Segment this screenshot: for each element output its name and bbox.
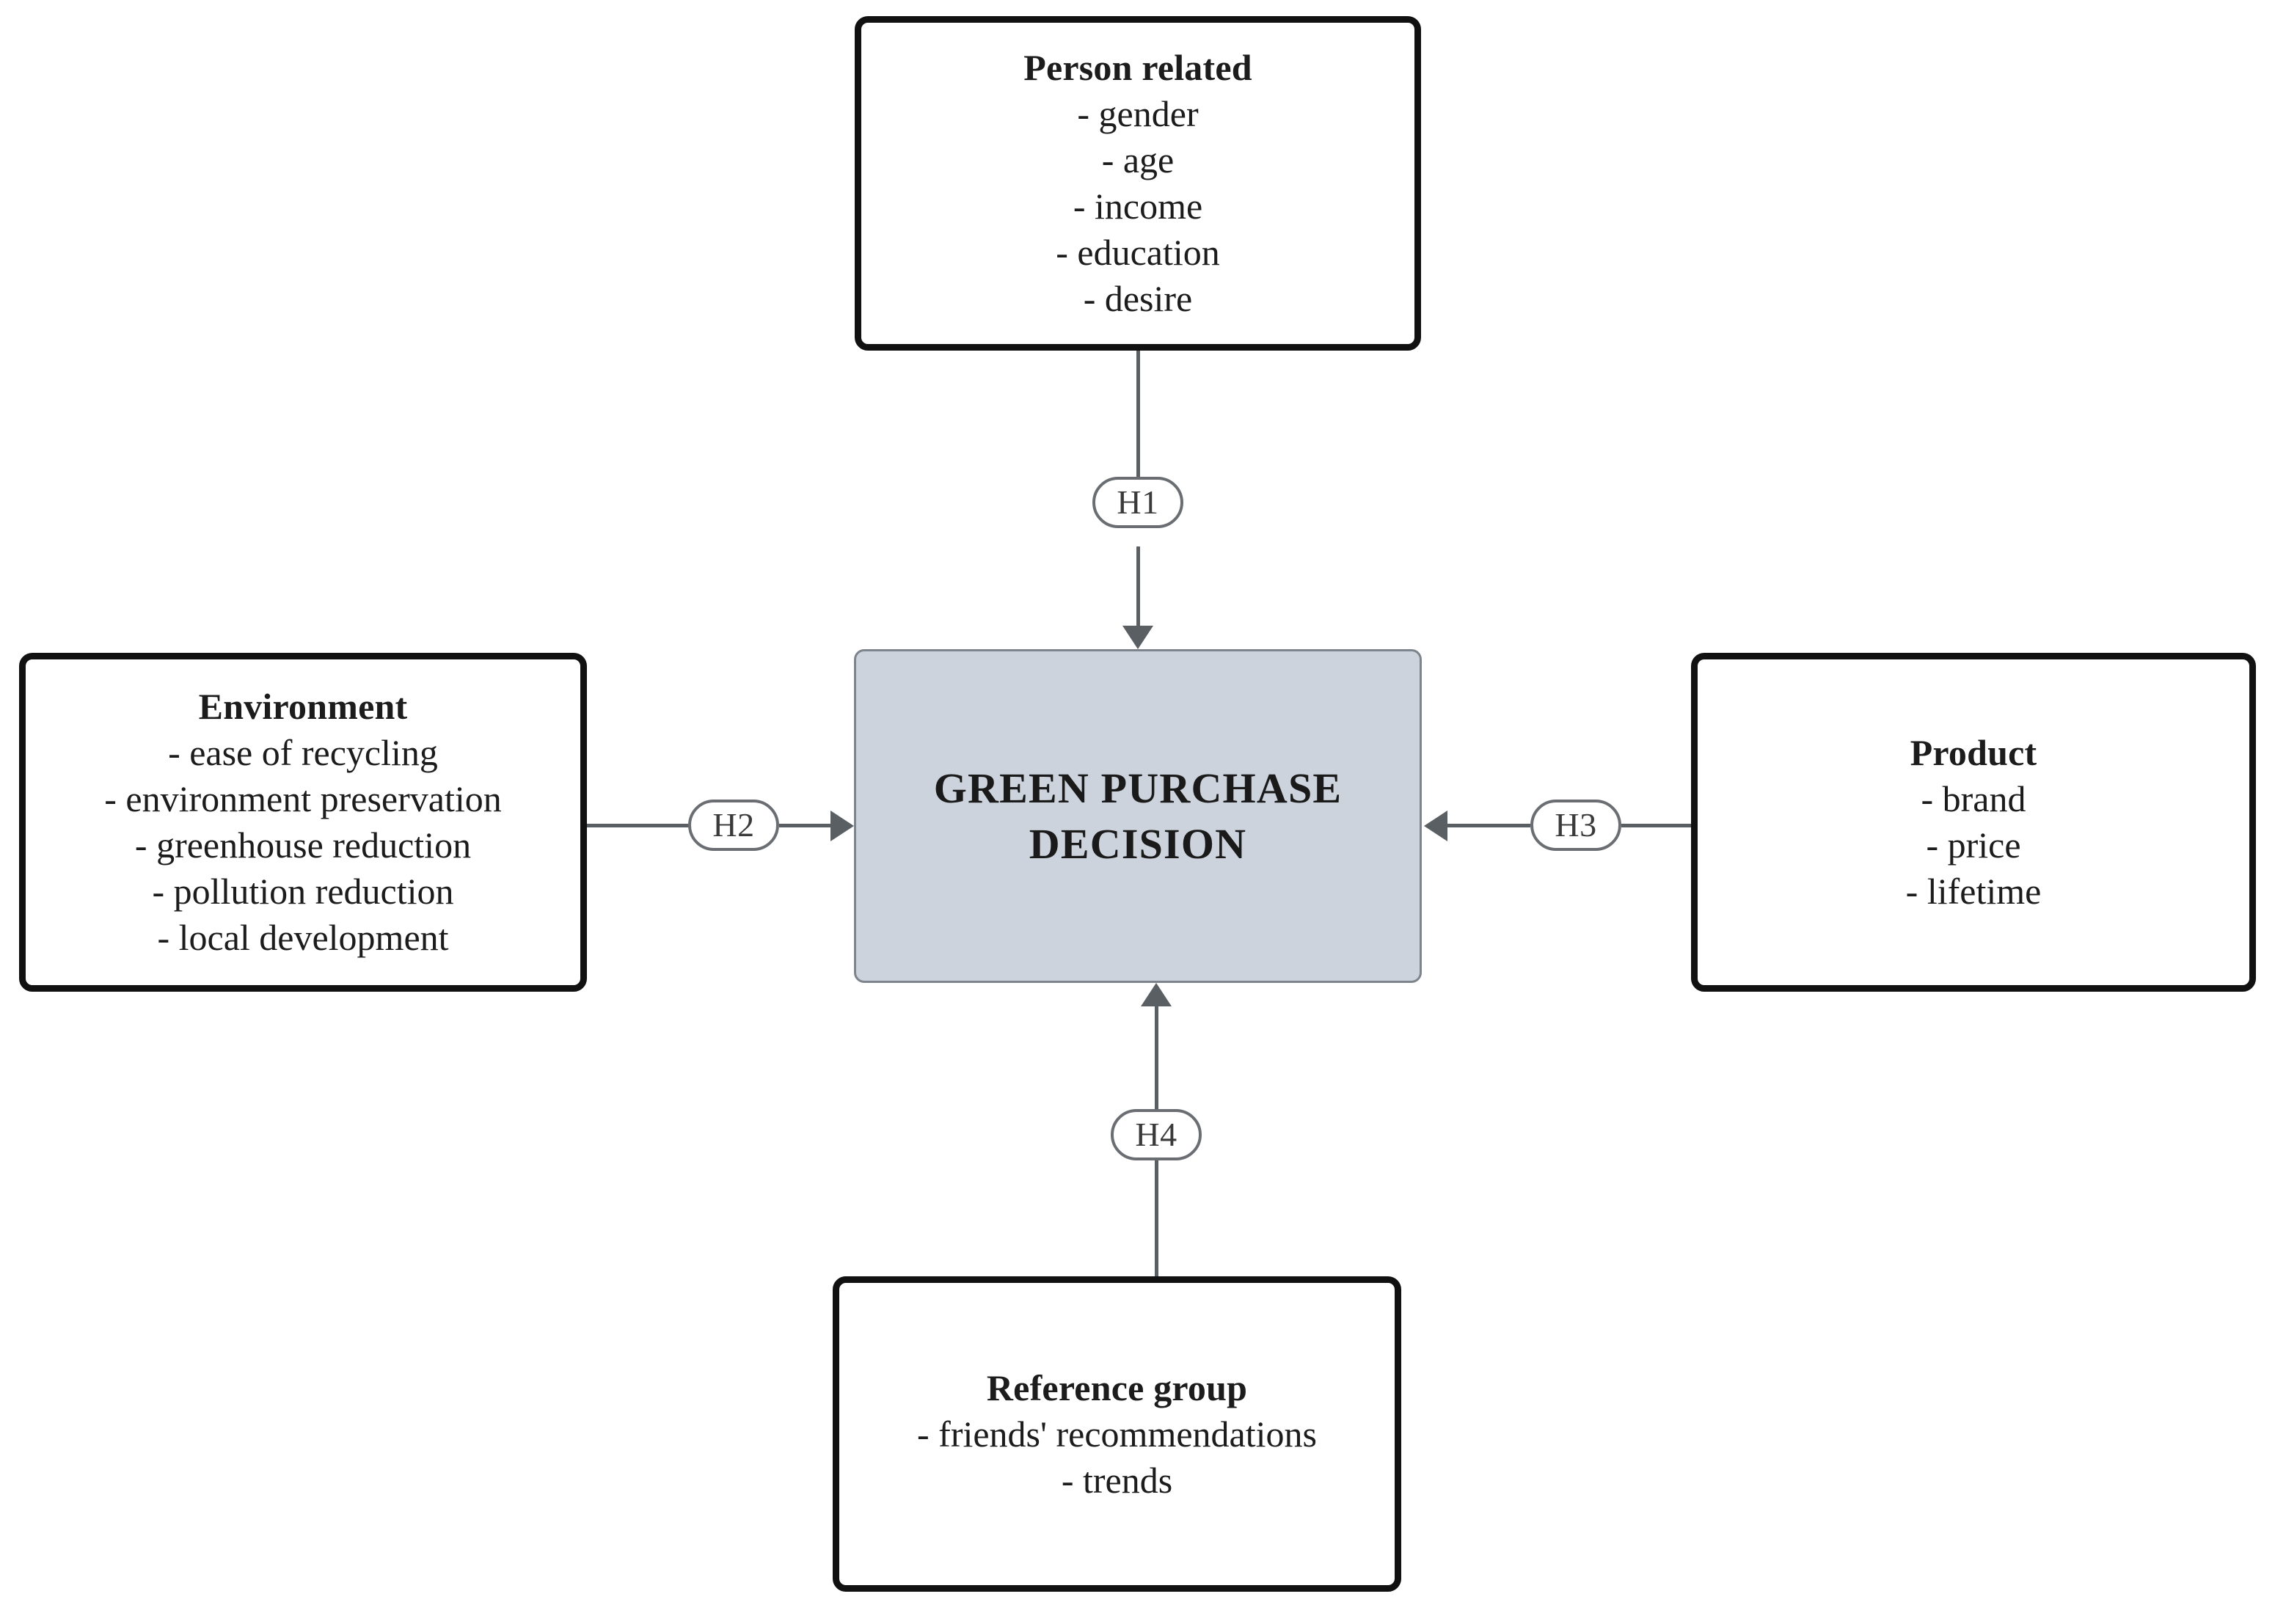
hypothesis-badge-h3-label: H3 bbox=[1555, 806, 1597, 844]
hypothesis-badge-h2[interactable]: H2 bbox=[688, 800, 779, 851]
node-environment-item-pollution-reduction: - pollution reduction bbox=[152, 871, 454, 912]
connector-h4-line-upper bbox=[1155, 1006, 1158, 1109]
node-environment-item-greenhouse-reduction: - greenhouse reduction bbox=[134, 824, 472, 866]
node-reference-group[interactable]: Reference group - friends' recommendatio… bbox=[833, 1276, 1401, 1592]
hypothesis-badge-h4[interactable]: H4 bbox=[1111, 1109, 1202, 1160]
node-person-related-item-age: - age bbox=[1101, 139, 1175, 180]
connector-h4-line-lower bbox=[1155, 1160, 1158, 1276]
hypothesis-badge-h2-label: H2 bbox=[712, 806, 755, 844]
node-environment-title: Environment bbox=[198, 686, 408, 727]
hypothesis-badge-h3[interactable]: H3 bbox=[1530, 800, 1621, 851]
center-title-line-1: GREEN PURCHASE bbox=[933, 764, 1343, 813]
connector-h2-line-right bbox=[779, 824, 832, 827]
arrowhead-h3-icon bbox=[1424, 811, 1447, 841]
node-product-title: Product bbox=[1910, 732, 2037, 773]
node-person-related-item-income: - income bbox=[1073, 186, 1203, 227]
connector-h1-line-lower bbox=[1136, 546, 1140, 627]
node-reference-group-item-trends: - trends bbox=[1061, 1459, 1173, 1501]
hypothesis-badge-h1-label: H1 bbox=[1117, 483, 1159, 521]
connector-h3-line-right bbox=[1621, 824, 1691, 827]
hypothesis-badge-h1[interactable]: H1 bbox=[1092, 477, 1183, 528]
node-product[interactable]: Product - brand - price - lifetime bbox=[1691, 653, 2256, 992]
node-reference-group-title: Reference group bbox=[986, 1367, 1248, 1408]
node-reference-group-item-friends-recommendations: - friends' recommendations bbox=[917, 1413, 1317, 1455]
connector-h1-line-upper bbox=[1136, 351, 1140, 502]
arrowhead-h2-icon bbox=[830, 811, 854, 841]
arrowhead-h1-icon bbox=[1122, 626, 1153, 649]
arrowhead-h4-icon bbox=[1141, 983, 1172, 1006]
connector-h3-line-left bbox=[1447, 824, 1530, 827]
node-product-item-brand: - brand bbox=[1921, 778, 2026, 819]
node-environment-item-environment-preservation: - environment preservation bbox=[104, 778, 502, 819]
node-environment[interactable]: Environment - ease of recycling - enviro… bbox=[19, 653, 587, 992]
node-environment-item-ease-of-recycling: - ease of recycling bbox=[168, 732, 438, 773]
node-person-related-item-desire: - desire bbox=[1083, 278, 1193, 319]
node-person-related-title: Person related bbox=[1023, 47, 1252, 88]
node-green-purchase-decision[interactable]: GREEN PURCHASE DECISION bbox=[854, 649, 1422, 983]
node-environment-item-local-development: - local development bbox=[157, 917, 449, 958]
hypothesis-badge-h4-label: H4 bbox=[1135, 1116, 1177, 1153]
node-person-related[interactable]: Person related - gender - age - income -… bbox=[855, 16, 1421, 351]
node-person-related-item-education: - education bbox=[1056, 232, 1220, 273]
node-product-item-lifetime: - lifetime bbox=[1905, 871, 2042, 912]
node-product-item-price: - price bbox=[1926, 824, 2021, 866]
center-title-line-2: DECISION bbox=[1029, 819, 1247, 868]
node-person-related-item-gender: - gender bbox=[1077, 93, 1199, 134]
connector-h2-line-left bbox=[587, 824, 693, 827]
